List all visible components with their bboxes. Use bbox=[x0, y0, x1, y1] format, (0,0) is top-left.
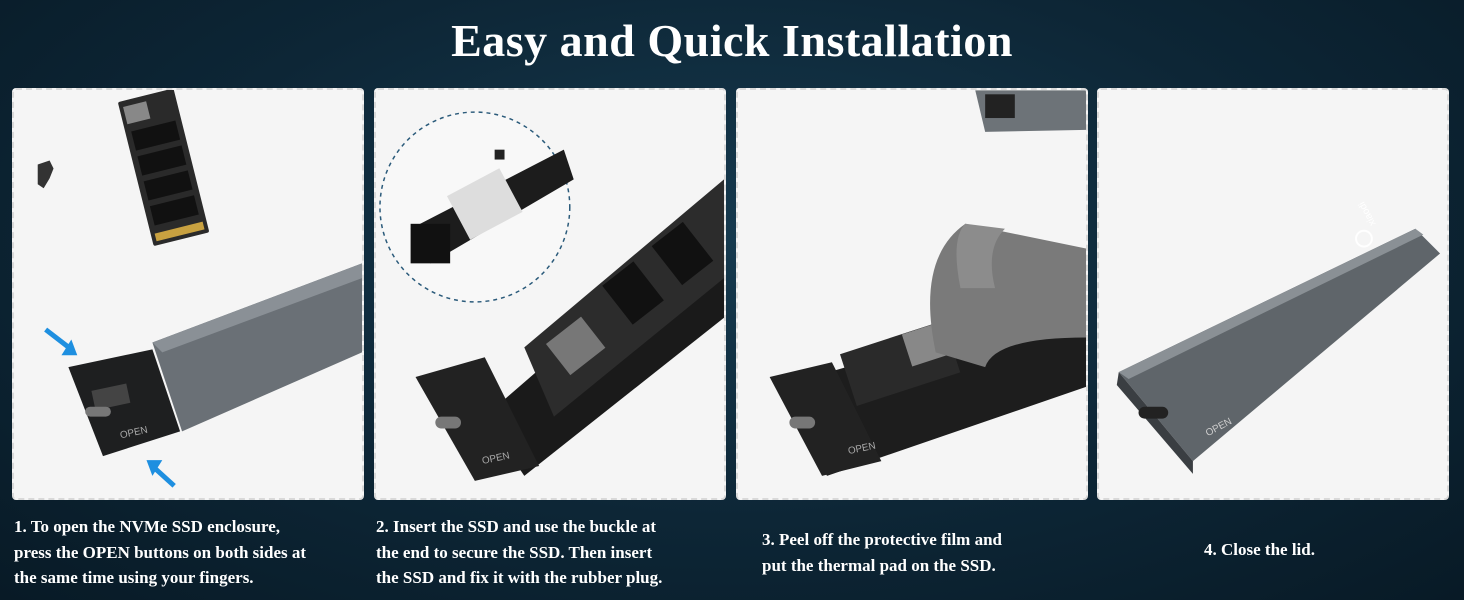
step-1-image: OPEN bbox=[12, 88, 364, 500]
step-4-image: OPEN xiaodi bbox=[1097, 88, 1449, 500]
brand-logo-icon bbox=[1355, 229, 1373, 248]
page-title: Easy and Quick Installation bbox=[451, 15, 1013, 66]
step-1-illustration: OPEN bbox=[37, 90, 362, 488]
press-arrow-icon bbox=[44, 327, 78, 356]
step-2-caption: 2. Insert the SSD and use the buckle at … bbox=[376, 517, 663, 587]
step-1-caption: 1. To open the NVMe SSD enclosure, press… bbox=[14, 517, 307, 587]
step-4-caption: 4. Close the lid. bbox=[1204, 540, 1315, 559]
step-3-image: OPEN bbox=[736, 88, 1088, 500]
brand-text: xiaodi bbox=[1357, 200, 1379, 228]
step-2-image: OPEN bbox=[374, 88, 726, 500]
rubber-plug-icon bbox=[494, 149, 505, 160]
rubber-plug-icon bbox=[37, 160, 54, 189]
press-arrow-icon bbox=[146, 460, 176, 488]
step-3-caption: 3. Peel off the protective film and put … bbox=[762, 530, 1002, 575]
